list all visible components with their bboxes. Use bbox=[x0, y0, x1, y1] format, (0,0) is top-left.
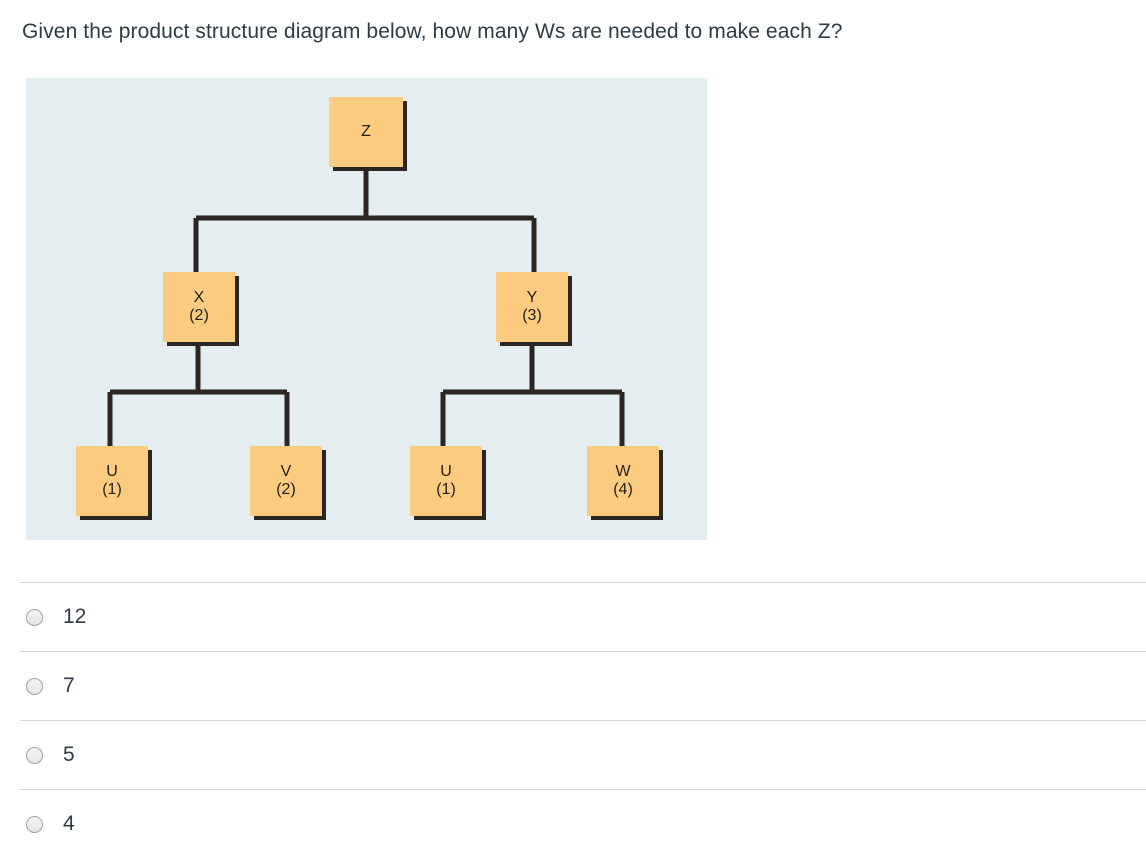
node-code: Y bbox=[526, 289, 538, 307]
node-quantity: (1) bbox=[436, 481, 456, 498]
answer-option-label: 5 bbox=[63, 743, 75, 766]
answer-option-label: 7 bbox=[63, 674, 75, 697]
node-code: U bbox=[440, 463, 452, 481]
node-code: V bbox=[280, 463, 292, 481]
node-quantity: (4) bbox=[613, 481, 633, 498]
question-prompt: Given the product structure diagram belo… bbox=[22, 20, 843, 43]
node-code: U bbox=[106, 463, 118, 481]
answer-option-row[interactable]: 12 bbox=[20, 582, 1146, 651]
node-code: W bbox=[615, 463, 631, 481]
product-structure-diagram: Z X (2) Y (3) U (1) V (2) U (1) W (4) bbox=[26, 78, 707, 540]
diagram-connectors bbox=[107, 167, 625, 448]
diagram-node-v: V (2) bbox=[250, 446, 322, 516]
diagram-node-z: Z bbox=[329, 97, 403, 167]
radio-button-icon[interactable] bbox=[26, 677, 43, 695]
diagram-node-y: Y (3) bbox=[496, 272, 568, 342]
diagram-node-x: X (2) bbox=[163, 272, 235, 342]
diagram-node-u-left: U (1) bbox=[76, 446, 148, 516]
node-quantity: (3) bbox=[522, 307, 542, 324]
answer-option-row[interactable]: 7 bbox=[20, 651, 1146, 720]
answer-option-label: 4 bbox=[63, 812, 75, 835]
node-quantity: (2) bbox=[276, 481, 296, 498]
diagram-node-w: W (4) bbox=[587, 446, 659, 516]
node-quantity: (1) bbox=[102, 481, 122, 498]
node-code: X bbox=[193, 289, 205, 307]
answer-options-list: 12 7 5 4 bbox=[0, 582, 1146, 858]
node-code: Z bbox=[361, 123, 371, 141]
radio-button-icon[interactable] bbox=[26, 746, 43, 764]
answer-option-row[interactable]: 5 bbox=[20, 720, 1146, 789]
radio-button-icon[interactable] bbox=[26, 815, 43, 833]
diagram-node-u-right: U (1) bbox=[410, 446, 482, 516]
answer-option-label: 12 bbox=[63, 605, 87, 628]
node-quantity: (2) bbox=[189, 307, 209, 324]
answer-option-row[interactable]: 4 bbox=[20, 789, 1146, 858]
radio-button-icon[interactable] bbox=[26, 608, 43, 626]
